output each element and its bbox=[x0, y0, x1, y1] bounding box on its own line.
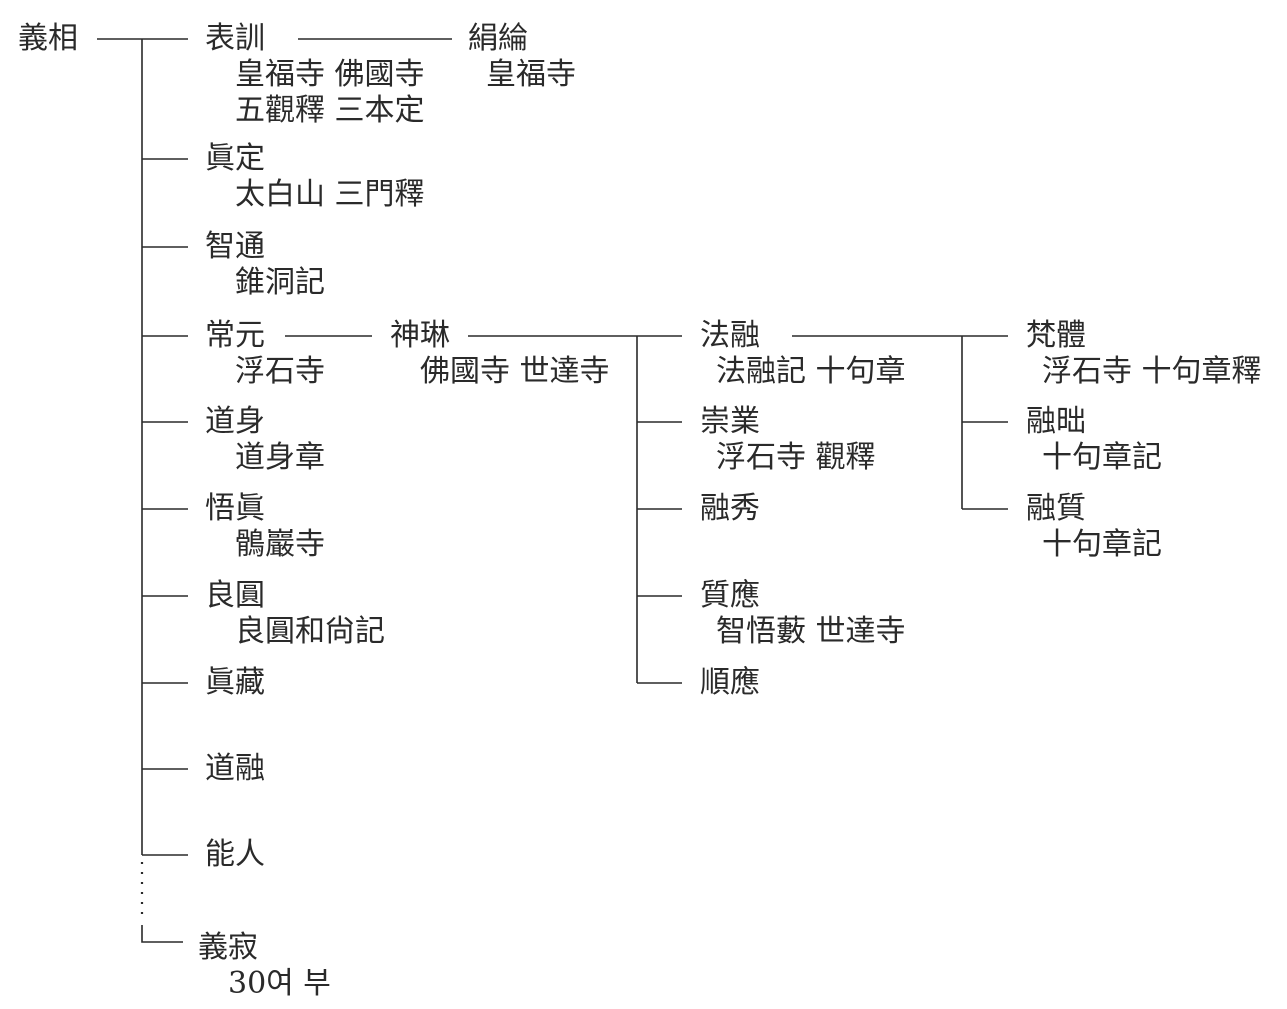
node-name: 道身 bbox=[205, 404, 265, 439]
node-yangwon: 良圓 良圓和尙記 bbox=[205, 581, 385, 647]
node-jitong: 智通 錐洞記 bbox=[205, 232, 325, 298]
node-detail: 錐洞記 bbox=[235, 265, 325, 300]
node-name: 眞定 bbox=[205, 141, 265, 176]
node-sangwon: 常元 浮石寺 bbox=[205, 321, 325, 387]
trunk-end-hook bbox=[141, 925, 183, 943]
node-name: 神琳 bbox=[390, 318, 450, 353]
node-jinjang: 眞藏 bbox=[205, 668, 265, 698]
node-jinjeong: 眞定 太白山 三門釋 bbox=[205, 144, 425, 210]
node-gyeollyun: 絹綸 皇福寺 bbox=[468, 24, 576, 90]
node-name: 眞藏 bbox=[205, 665, 265, 700]
node-detail: 太白山 三門釋 bbox=[235, 177, 425, 212]
root-node: 義相 bbox=[18, 24, 78, 54]
node-detail: 佛國寺 世達寺 bbox=[420, 354, 610, 389]
node-beomche: 梵體 浮石寺 十句章釋 bbox=[1026, 321, 1262, 387]
node-detail: 鶻巖寺 bbox=[235, 527, 325, 562]
node-sungeop: 崇業 浮石寺 觀釋 bbox=[700, 407, 876, 473]
node-name: 順應 bbox=[700, 665, 760, 700]
node-detail: 五觀釋 三本定 bbox=[235, 93, 425, 128]
node-name: 崇業 bbox=[700, 404, 760, 439]
node-detail: 法融記 十句章 bbox=[716, 354, 906, 389]
node-doshin: 道身 道身章 bbox=[205, 407, 325, 473]
node-name: 融昢 bbox=[1026, 404, 1086, 439]
node-name: 常元 bbox=[205, 318, 265, 353]
node-name: 梵體 bbox=[1026, 318, 1086, 353]
node-detail: 皇福寺 bbox=[486, 57, 576, 92]
node-name: 融秀 bbox=[700, 491, 760, 526]
node-detail: 十句章記 bbox=[1042, 527, 1162, 562]
node-detail: 道身章 bbox=[235, 440, 325, 475]
node-name: 表訓 bbox=[205, 21, 265, 56]
node-detail: 浮石寺 bbox=[235, 354, 325, 389]
node-detail: 良圓和尙記 bbox=[235, 614, 385, 649]
node-neungin: 能人 bbox=[205, 840, 265, 870]
node-name: 融質 bbox=[1026, 491, 1086, 526]
node-name: 義寂 bbox=[198, 930, 258, 965]
node-name: 質應 bbox=[700, 578, 760, 613]
node-detail: 30여 부 bbox=[228, 966, 331, 1001]
node-name: 良圓 bbox=[205, 578, 265, 613]
node-name: 義相 bbox=[18, 21, 78, 56]
node-jileung: 質應 智悟藪 世達寺 bbox=[700, 581, 906, 647]
node-yungjil: 融昢 十句章記 bbox=[1026, 407, 1162, 473]
node-name: 能人 bbox=[205, 837, 265, 872]
node-doyung: 道融 bbox=[205, 754, 265, 784]
node-name: 法融 bbox=[700, 318, 760, 353]
node-detail: 浮石寺 觀釋 bbox=[716, 440, 876, 475]
node-uijeok: 義寂 30여 부 bbox=[198, 933, 331, 999]
node-detail: 智悟藪 世達寺 bbox=[716, 614, 906, 649]
node-ojin: 悟眞 鶻巖寺 bbox=[205, 494, 325, 560]
node-pyohun: 表訓 皇福寺 佛國寺 五觀釋 三本定 bbox=[205, 24, 425, 126]
node-detail: 皇福寺 佛國寺 bbox=[235, 57, 425, 92]
node-name: 悟眞 bbox=[205, 491, 265, 526]
node-name: 道融 bbox=[205, 751, 265, 786]
node-yungsu: 融秀 bbox=[700, 494, 760, 524]
node-suneung: 順應 bbox=[700, 668, 760, 698]
node-beopyung: 法融 法融記 十句章 bbox=[700, 321, 906, 387]
node-detail: 十句章記 bbox=[1042, 440, 1162, 475]
node-detail: 浮石寺 十句章釋 bbox=[1042, 354, 1262, 389]
node-name: 絹綸 bbox=[468, 21, 528, 56]
node-name: 智通 bbox=[205, 229, 265, 264]
node-sinrim: 神琳 佛國寺 世達寺 bbox=[390, 321, 610, 387]
node-yungjil2: 融質 十句章記 bbox=[1026, 494, 1162, 560]
